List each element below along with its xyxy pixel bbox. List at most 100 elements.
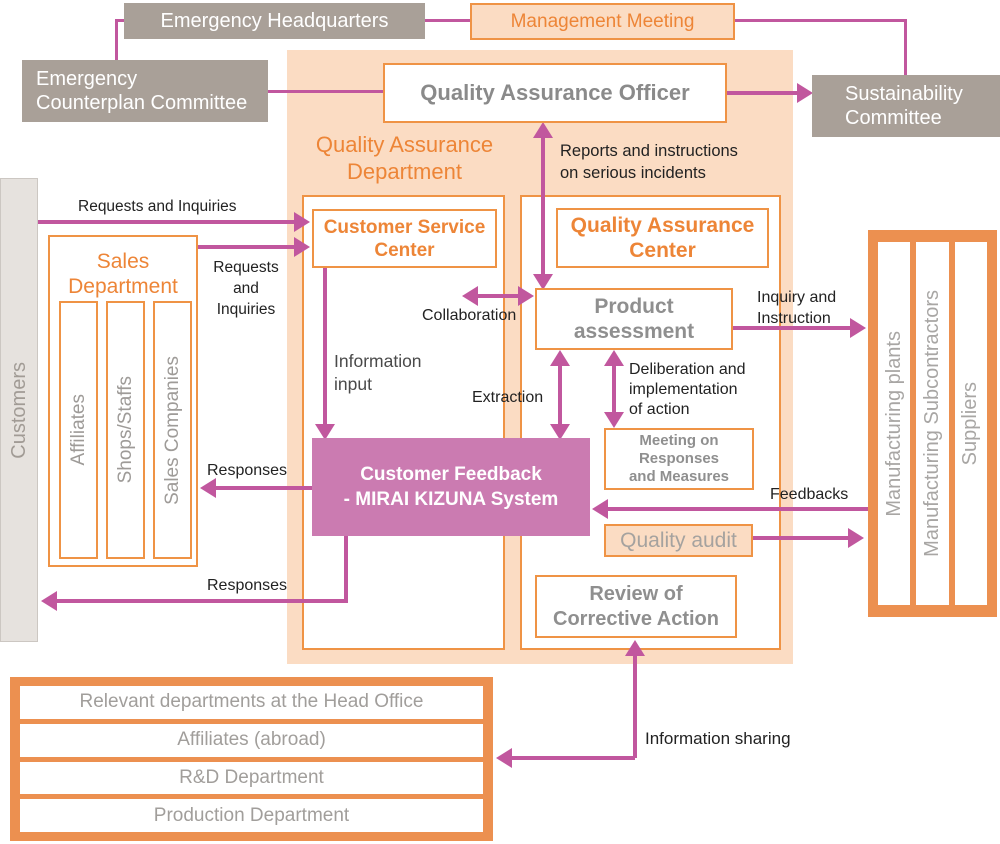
sustainability-committee-label: Sustainability Committee [845,83,963,129]
arrow-information-input [323,268,327,426]
product-assessment-box: Product assessment [535,288,733,350]
emergency-headquarters-box: Emergency Headquarters [124,3,425,39]
arrow-responses-customers-v [344,536,348,601]
sales-column-label: Shops/Staffs [114,376,136,484]
meeting-on-responses-label: Meeting on Responses and Measures [628,432,730,485]
connector-counterplan-qao [268,90,383,93]
department-row-label: R&D Department [179,766,324,788]
quality-audit-box: Quality audit [604,524,753,557]
department-row-affiliates-abroad: Affiliates (abroad) [20,723,483,757]
department-row-head-office: Relevant departments at the Head Office [20,686,483,719]
manufacturing-column-label: Manufacturing Subcontractors [920,290,943,557]
quality-assurance-officer-label: Quality Assurance Officer [420,80,690,105]
review-corrective-action-label: Review of Corrective Action [553,582,719,630]
label-information-sharing: Information sharing [645,729,791,748]
arrow-feedbacks [608,507,868,511]
label-extraction: Extraction [472,389,544,406]
arrowhead [462,286,478,306]
label-requests-inquiries-top: Requests and Inquiries [78,198,237,215]
sales-column-label: Sales Companies [161,355,183,505]
arrowhead [294,237,310,257]
department-row-production: Production Department [20,799,483,832]
label-responses-2: Responses [207,577,288,594]
sales-column-sales-companies: Sales Companies [153,301,192,559]
label-collaboration: Collaboration [422,307,517,324]
label-inquiry-instruction: Inquiry and Instruction [757,289,837,327]
management-meeting-label: Management Meeting [510,10,695,32]
customer-service-center-label: Customer Service Center [323,216,486,261]
arrowhead [625,640,645,656]
emergency-counterplan-box: Emergency Counterplan Committee [22,60,268,122]
arrow-qao-sustainability [727,91,799,95]
review-corrective-action-box: Review of Corrective Action [535,575,737,638]
arrowhead [496,748,512,768]
head-office-departments-container: Relevant departments at the Head Office … [10,677,493,841]
arrowhead [797,83,813,103]
arrowhead [518,286,534,306]
arrowhead [604,412,624,428]
label-feedbacks: Feedbacks [770,486,849,503]
sustainability-committee-box: Sustainability Committee [812,75,1000,137]
management-meeting-box: Management Meeting [470,3,735,40]
arrowhead [850,318,866,338]
quality-assurance-officer-box: Quality Assurance Officer [383,63,727,123]
arrowhead [294,212,310,232]
emergency-counterplan-label: Emergency Counterplan Committee [36,68,248,114]
department-row-label: Relevant departments at the Head Office [79,691,424,713]
arrowhead [604,350,624,366]
customers-bar: Customers [0,178,38,642]
arrow-responses-customers-h [57,599,348,603]
department-row-rd: R&D Department [20,761,483,795]
suppliers-column: Suppliers [954,242,987,605]
sales-column-affiliates: Affiliates [59,301,98,559]
arrow-deliberation [612,364,616,414]
sales-column-shops-staffs: Shops/Staffs [106,301,145,559]
arrowhead [550,424,570,440]
arrowhead [550,350,570,366]
label-information-input: Information input [334,351,422,394]
arrow-extraction [558,364,562,426]
emergency-headquarters-label: Emergency Headquarters [160,10,389,32]
label-deliberation: Deliberation and implementation of actio… [629,361,746,418]
product-assessment-label: Product assessment [573,295,695,343]
connector-hq-management [425,19,470,22]
qa-department-title: Quality Assurance Department [315,132,494,184]
quality-assurance-center-box: Quality Assurance Center [556,208,769,268]
customer-feedback-system-label: Customer Feedback - MIRAI KIZUNA System [343,464,559,510]
manufacturing-container: Manufacturing plants Manufacturing Subco… [868,230,997,617]
label-reports-incidents: Reports and instructions on serious inci… [560,142,738,182]
arrow-responses-sales [216,486,312,490]
manufacturing-plants-column: Manufacturing plants [878,242,911,605]
label-responses-1: Responses [207,462,288,479]
connector-management-sustainability-v [904,19,907,75]
arrow-sales-csc [198,245,296,249]
customer-feedback-system-box: Customer Feedback - MIRAI KIZUNA System [312,438,590,536]
customer-service-container [302,195,505,650]
manufacturing-column-label: Suppliers [959,381,982,466]
arrowhead [592,499,608,519]
manufacturing-column-label: Manufacturing plants [882,330,905,517]
sales-column-label: Affiliates [67,394,89,466]
arrowhead [200,478,216,498]
arrow-audit-manufacturing [753,536,850,540]
quality-audit-label: Quality audit [620,528,737,552]
customer-service-center-box: Customer Service Center [312,209,497,268]
arrow-collaboration [478,294,518,298]
arrow-qao-product [541,134,545,278]
connector-hq-counterplan [115,19,128,22]
arrowhead [533,122,553,138]
arrow-customers-csc [38,220,296,224]
arrowhead [315,424,335,440]
department-row-label: Production Department [153,804,350,826]
customers-label: Customers [7,361,30,459]
connector-hq-counterplan-v [115,19,118,62]
label-requests-inquiries-side: Requests and Inquiries [213,259,279,318]
manufacturing-subcontractors-column: Manufacturing Subcontractors [916,242,949,605]
arrowhead [533,274,553,290]
department-row-label: Affiliates (abroad) [177,729,326,751]
arrow-information-sharing-h [512,756,635,760]
sales-department-box: Sales Department Affiliates Shops/Staffs… [48,235,198,567]
arrowhead [41,591,57,611]
quality-assurance-container [520,195,781,650]
